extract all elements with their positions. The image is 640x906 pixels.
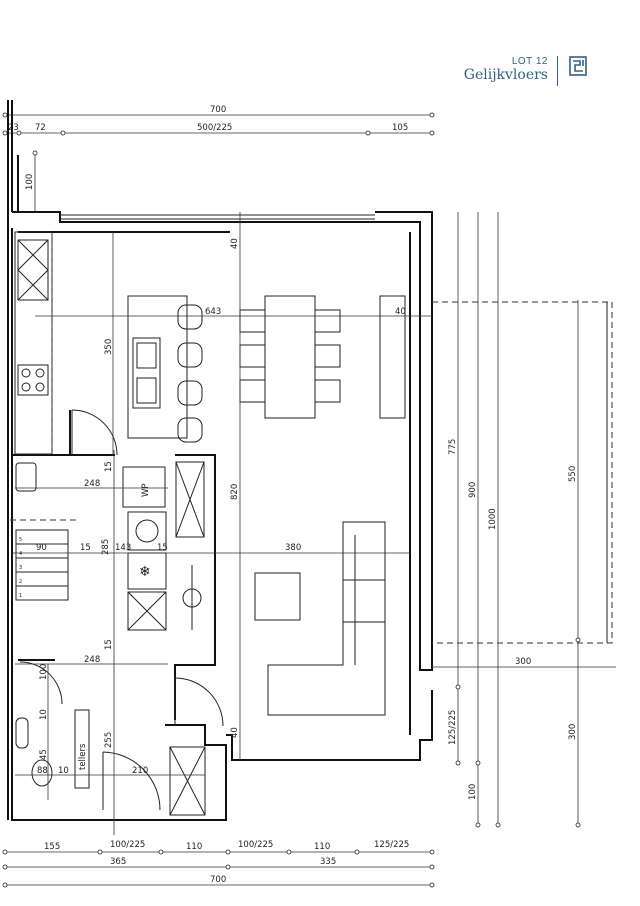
dim-bottom-700: 700 <box>210 875 226 885</box>
dim-40-bottom: 40 <box>230 727 240 738</box>
stair-step-5: 5 <box>19 537 22 543</box>
dining-table <box>239 295 341 419</box>
dim-bottom-100-225-a: 100/225 <box>110 840 145 850</box>
meter-label: tellers <box>78 743 88 770</box>
dim-90: 90 <box>36 543 47 553</box>
dim-100-wc: 100 <box>39 664 49 680</box>
kitchen-counter <box>14 231 53 455</box>
dim-45: 45 <box>39 749 49 760</box>
dim-bottom-155: 155 <box>44 842 60 852</box>
bar-stool <box>177 342 203 368</box>
dim-top-500: 500/225 <box>197 123 232 133</box>
stair-step-4: 4 <box>19 551 22 557</box>
meter-cabinet <box>74 709 90 789</box>
bottom-dimensions: 155 100/225 110 100/225 110 125/225 365 … <box>2 840 435 888</box>
lot-number: LOT 12 <box>511 56 548 67</box>
doors <box>19 409 224 811</box>
dim-88: 88 <box>37 766 48 776</box>
dim-right-100: 100 <box>468 784 478 800</box>
tall-cabinet <box>379 295 406 419</box>
dim-bottom-125-225: 125/225 <box>374 840 409 850</box>
dim-40-right: 40 <box>395 307 406 317</box>
dim-143: 143 <box>115 543 131 553</box>
sink-icon <box>132 337 161 409</box>
toilet-icon <box>31 759 53 787</box>
dim-10-b: 10 <box>58 766 69 776</box>
dim-300-vertical: 300 <box>568 724 578 740</box>
utility-area: WP ❄ <box>15 461 206 816</box>
dim-40-top: 40 <box>230 238 240 249</box>
dim-top-total: 700 <box>210 105 226 115</box>
walls <box>7 100 433 821</box>
heat-pump-label: WP <box>141 483 151 497</box>
dim-1000: 1000 <box>488 508 498 530</box>
dim-bottom-335: 335 <box>320 857 336 867</box>
dim-900: 900 <box>468 482 478 498</box>
dim-bottom-110-b: 110 <box>314 842 330 852</box>
dim-248-bottom: 248 <box>84 655 100 665</box>
bar-stool <box>177 417 203 443</box>
dim-775: 775 <box>448 439 458 455</box>
dim-255: 255 <box>104 732 114 748</box>
dim-15-a: 15 <box>104 461 114 472</box>
sofa <box>267 521 386 716</box>
staircase: 1 2 3 4 5 <box>10 519 80 601</box>
dim-350: 350 <box>104 339 114 355</box>
toilet-room: tellers <box>15 709 90 789</box>
floorplan-logo-icon <box>569 56 587 76</box>
header-divider <box>557 56 558 86</box>
dim-bottom-365: 365 <box>110 857 126 867</box>
stair-step-2: 2 <box>19 579 22 585</box>
dim-15-b: 15 <box>80 543 91 553</box>
bar-stool <box>177 380 203 406</box>
stair-step-1: 1 <box>19 593 22 599</box>
dim-380: 380 <box>285 543 301 553</box>
cooktop-icon <box>17 364 49 396</box>
washing-machine-icon <box>135 519 159 543</box>
dim-210: 210 <box>132 766 148 776</box>
dim-820: 820 <box>230 484 240 500</box>
dim-550: 550 <box>568 466 578 482</box>
dim-125-225: 125/225 <box>448 710 458 745</box>
dim-terrace-width: 300 <box>515 657 531 667</box>
dim-248-top: 248 <box>84 479 100 489</box>
dim-bottom-100-225-b: 100/225 <box>238 840 273 850</box>
stair-step-3: 3 <box>19 565 22 571</box>
dim-15-d: 15 <box>104 639 114 650</box>
dim-top-105: 105 <box>392 123 408 133</box>
dim-10-a: 10 <box>39 709 49 720</box>
heat-pump <box>122 466 166 508</box>
bar-stool <box>177 304 203 330</box>
right-dimensions: 775 125/225 900 100 1000 550 300 <box>448 212 581 828</box>
dim-left-100: 100 <box>25 174 35 190</box>
terrace: 300 <box>432 301 616 668</box>
plan-header: LOT 12 Gelijkvloers <box>464 56 548 83</box>
dim-top-23: 23 <box>8 123 19 133</box>
dim-285: 285 <box>101 539 111 555</box>
dim-bottom-110-a: 110 <box>186 842 202 852</box>
freezer-icon: ❄ <box>139 564 151 580</box>
top-dimensions: 700 23 72 500/225 105 100 <box>2 105 435 212</box>
dim-top-72: 72 <box>35 123 46 133</box>
dim-15-c: 15 <box>157 543 168 553</box>
floor-title: Gelijkvloers <box>463 67 548 83</box>
interior-dimensions: 643 40 40 820 40 350 248 15 15 285 143 1… <box>12 212 432 835</box>
kitchen-island <box>127 295 203 443</box>
coffee-table <box>254 572 301 621</box>
dim-643: 643 <box>205 307 221 317</box>
